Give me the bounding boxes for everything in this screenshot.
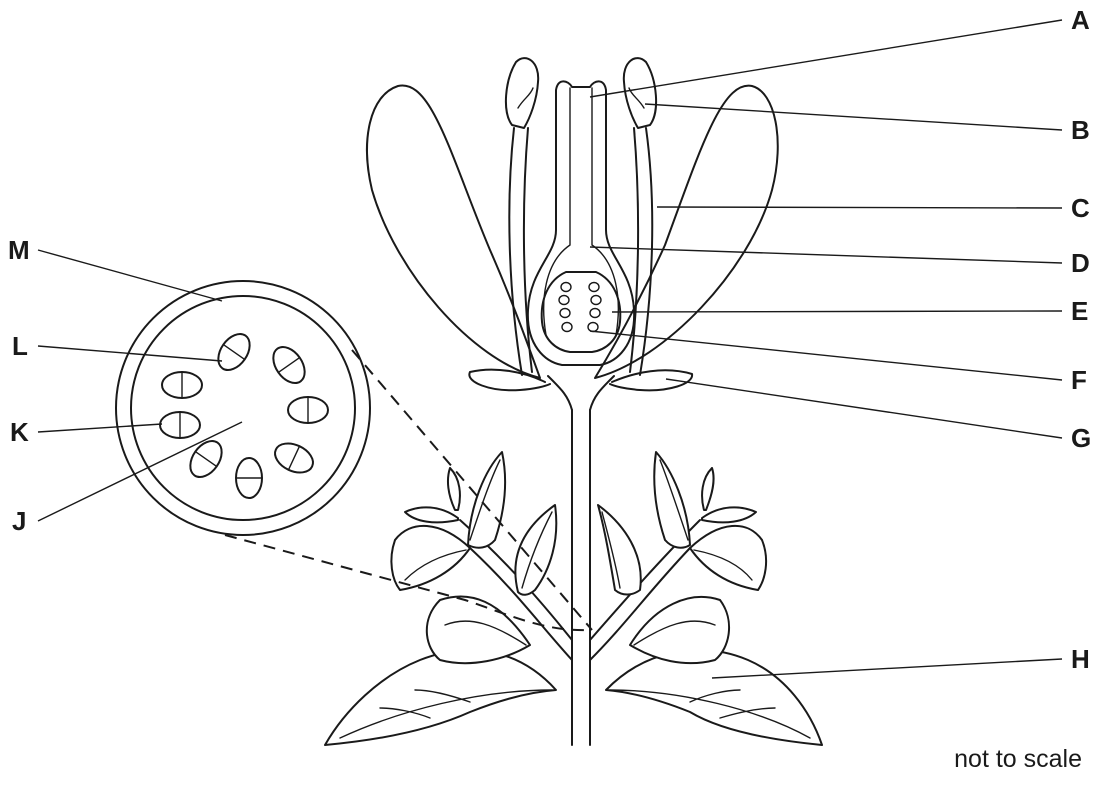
bud-right	[702, 468, 756, 522]
leaf-mid-left	[427, 596, 530, 663]
leader-lines	[38, 20, 1062, 678]
label-h: H	[1071, 644, 1090, 674]
style-inner	[544, 88, 619, 335]
label-g: G	[1071, 423, 1091, 453]
anther-right	[624, 58, 656, 128]
leaf-upper-right-2	[654, 452, 690, 548]
leaves-right	[590, 452, 822, 745]
filament-left	[509, 128, 532, 375]
anther-left	[506, 58, 538, 128]
vascular-bundles	[160, 328, 328, 498]
magnify-line-upper	[352, 350, 592, 630]
leaf-upper-right-1	[690, 526, 766, 590]
label-k: K	[10, 417, 29, 447]
stem	[572, 410, 590, 745]
sepal-right	[610, 370, 692, 390]
filament-right	[630, 128, 652, 375]
label-l: L	[12, 331, 28, 361]
leaf-bottom-right	[606, 650, 822, 745]
label-d: D	[1071, 248, 1090, 278]
label-c: C	[1071, 193, 1090, 223]
leaves-left	[325, 452, 572, 745]
label-e: E	[1071, 296, 1088, 326]
scale-note: not to scale	[954, 745, 1082, 773]
cross-section-inner	[131, 296, 355, 520]
receptacle	[548, 376, 614, 410]
label-a: A	[1071, 5, 1090, 35]
bud-left	[405, 468, 460, 522]
label-j: J	[12, 506, 26, 536]
label-b: B	[1071, 115, 1090, 145]
leaf-bottom-left	[325, 650, 556, 745]
flower	[367, 58, 778, 410]
ovary-cavity	[542, 272, 621, 352]
label-m: M	[8, 235, 30, 265]
leaf-upper-left-1	[391, 526, 470, 590]
stem-cross-section	[116, 281, 370, 535]
ovules	[559, 283, 601, 332]
leaf-mid-right	[630, 597, 729, 663]
label-f: F	[1071, 365, 1087, 395]
leaf-upper-left-2	[468, 452, 505, 548]
